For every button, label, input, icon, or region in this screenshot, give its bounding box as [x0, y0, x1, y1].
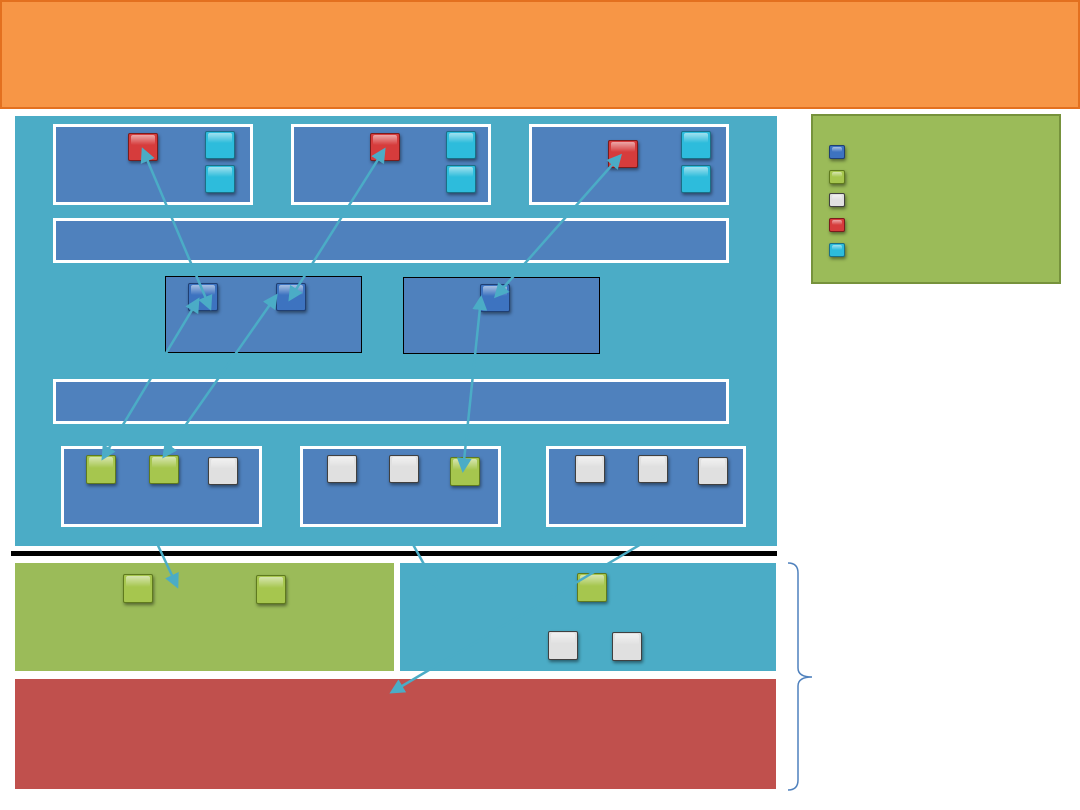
- cyan-square-icon: [205, 131, 235, 159]
- blue-square-icon: [480, 284, 510, 312]
- white-square-icon: [548, 631, 578, 660]
- green-square-icon: [829, 170, 845, 184]
- green-square-icon: [123, 574, 153, 603]
- red-square-icon: [608, 140, 638, 168]
- white-square-icon: [612, 632, 642, 661]
- header-banner: [0, 0, 1080, 109]
- lower-bar: [53, 379, 729, 424]
- cyan-square-icon: [446, 165, 476, 193]
- legend: [811, 114, 1061, 284]
- red-area: [13, 677, 778, 791]
- green-square-icon: [86, 455, 116, 484]
- green-square-icon: [149, 455, 179, 484]
- green-square-icon: [450, 457, 480, 486]
- right-brace: [787, 562, 813, 791]
- blue-square-icon: [829, 145, 845, 159]
- white-square-icon: [208, 457, 238, 485]
- white-square-icon: [575, 455, 605, 483]
- separator-line: [11, 550, 777, 556]
- cyan-square-icon: [681, 165, 711, 193]
- white-square-icon: [829, 193, 845, 207]
- green-square-icon: [577, 573, 607, 602]
- red-square-icon: [829, 218, 845, 232]
- blue-square-icon: [276, 283, 306, 311]
- white-square-icon: [698, 457, 728, 485]
- red-square-icon: [128, 133, 158, 161]
- white-square-icon: [389, 455, 419, 483]
- cyan-square-icon: [205, 165, 235, 193]
- white-square-icon: [638, 455, 668, 483]
- blue-square-icon: [188, 283, 218, 311]
- green-area: [13, 561, 396, 673]
- cyan-square-icon: [829, 243, 845, 257]
- cyan-square-icon: [681, 131, 711, 159]
- white-square-icon: [327, 455, 357, 483]
- upper-bar: [53, 218, 729, 263]
- cyan-square-icon: [446, 131, 476, 159]
- green-square-icon: [256, 575, 286, 604]
- red-square-icon: [370, 133, 400, 161]
